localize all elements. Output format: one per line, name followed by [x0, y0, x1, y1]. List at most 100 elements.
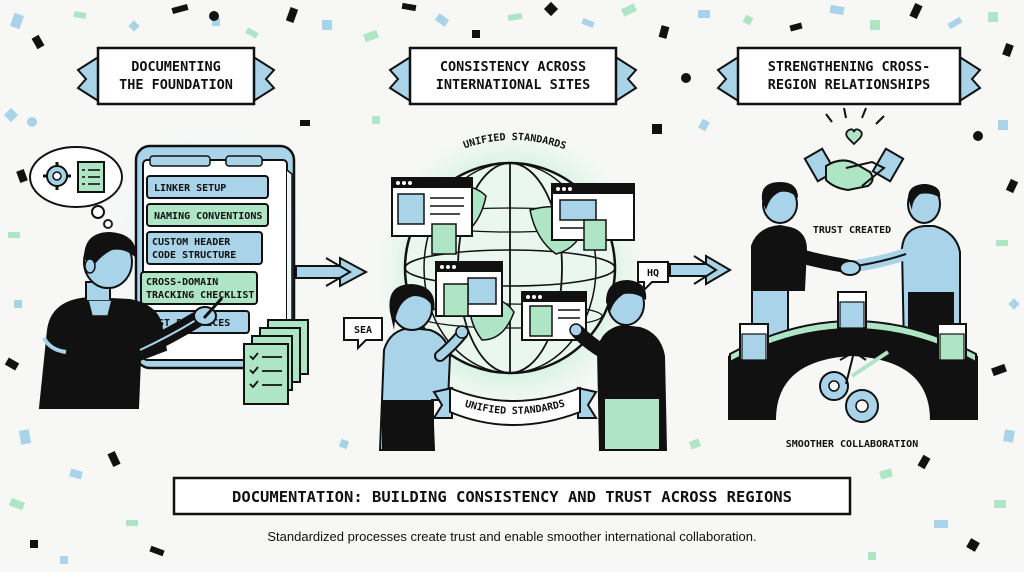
confetti-piece	[1003, 429, 1015, 443]
panel-1-illustration: LINKER SETUP NAMING CONVENTIONS CUSTOM H…	[29, 120, 369, 409]
confetti-piece	[507, 12, 523, 22]
confetti-piece	[1005, 178, 1019, 194]
speech-bubble-sea: SEA	[343, 317, 383, 351]
footer-subtitle: Standardized processes create trust and …	[267, 529, 756, 544]
confetti-piece	[998, 120, 1008, 130]
checklist-item-label: LINKER SETUP	[154, 183, 226, 194]
checklist-item-label: NAMING CONVENTIONS	[154, 211, 262, 222]
confetti-piece	[107, 450, 121, 468]
checklist-item-cross-domain: CROSS-DOMAIN TRACKING CHECKLIST	[140, 271, 258, 305]
confetti-piece	[879, 468, 893, 480]
confetti-piece	[789, 22, 803, 32]
checklist-item-naming-conventions: NAMING CONVENTIONS	[146, 203, 269, 227]
confetti-piece	[909, 2, 923, 20]
footer-title: DOCUMENTATION: BUILDING CONSISTENCY AND …	[232, 488, 792, 506]
confetti-piece	[688, 438, 702, 450]
panel-3-title-line-1: STRENGTHENING CROSS-	[768, 59, 931, 75]
confetti-piece	[1002, 42, 1014, 58]
checked-documents-stack	[243, 319, 309, 405]
confetti-piece	[73, 11, 87, 19]
confetti-piece	[434, 13, 450, 27]
confetti-piece	[69, 468, 83, 480]
panel-2-title-line-2: INTERNATIONAL SITES	[436, 77, 590, 93]
confetti-piece	[947, 16, 963, 30]
confetti-dot	[27, 117, 37, 127]
confetti-piece	[14, 300, 22, 308]
confetti-piece	[363, 29, 379, 43]
confetti-piece	[300, 120, 310, 126]
confetti-piece	[9, 497, 25, 511]
confetti-piece	[1008, 298, 1020, 310]
confetti-piece	[322, 20, 332, 30]
confetti-dot	[681, 73, 691, 83]
confetti-piece	[991, 363, 1007, 377]
checklist-item-label-line-2: CODE STRUCTURE	[152, 250, 236, 261]
checklist-item-label-line-1: CROSS-DOMAIN	[146, 277, 218, 288]
panel-2-banner: CONSISTENCY ACROSS INTERNATIONAL SITES	[388, 46, 638, 106]
person-man	[569, 280, 668, 451]
confetti-piece	[658, 25, 670, 39]
confetti-piece	[620, 3, 638, 17]
collaboration-label: SMOOTHER COLLABORATION	[786, 439, 918, 450]
browser-window-center	[435, 261, 503, 317]
browser-window-top-left	[391, 177, 473, 255]
confetti-piece	[994, 500, 1006, 508]
panel-1-banner: DOCUMENTING THE FOUNDATION	[76, 46, 276, 106]
confetti-piece	[996, 240, 1008, 246]
confetti-dot	[209, 11, 219, 21]
bubble-hq-label: HQ	[647, 268, 659, 279]
gear-icon	[43, 162, 71, 190]
confetti-piece	[581, 18, 595, 28]
confetti-piece	[401, 2, 417, 12]
confetti-piece	[966, 538, 980, 552]
confetti-piece	[60, 556, 68, 564]
confetti-piece	[652, 124, 662, 134]
confetti-piece	[171, 4, 189, 14]
confetti-piece	[372, 116, 380, 124]
flow-arrow-2	[669, 254, 732, 286]
confetti-piece	[698, 10, 710, 18]
confetti-piece	[917, 454, 931, 470]
browser-window-bottom-right	[521, 291, 587, 341]
confetti-dot	[973, 131, 983, 141]
person-writing	[38, 232, 224, 409]
flow-arrow-1	[295, 256, 369, 288]
bubble-sea-label: SEA	[354, 325, 372, 336]
speech-bubble-hq: HQ	[637, 261, 669, 293]
gears-icon	[819, 349, 890, 423]
confetti-piece	[16, 168, 28, 184]
checklist-icon	[77, 161, 105, 193]
confetti-piece	[338, 438, 350, 450]
confetti-piece	[8, 232, 20, 238]
panel-1-title-line-2: THE FOUNDATION	[119, 77, 233, 93]
confetti-piece	[4, 357, 20, 371]
confetti-piece	[285, 7, 299, 23]
unified-standards-ribbon: UNIFIED STANDARDS	[432, 386, 598, 426]
checklist-item-label-line-2: TRACKING CHECKLIST	[146, 290, 254, 301]
checklist-item-linker-setup: LINKER SETUP	[146, 175, 269, 199]
confetti-piece	[868, 552, 876, 560]
confetti-piece	[31, 34, 45, 50]
trust-created-label: TRUST CREATED	[813, 225, 891, 236]
confetti-piece	[9, 12, 25, 30]
checklist-item-custom-header: CUSTOM HEADER CODE STRUCTURE	[146, 231, 263, 265]
confetti-piece	[934, 520, 948, 528]
confetti-piece	[30, 540, 38, 548]
panel-3-banner: STRENGTHENING CROSS- REGION RELATIONSHIP…	[716, 46, 982, 106]
panel-3-illustration: TRUST CREATED SMOOTHER COLLABORATION	[728, 107, 978, 450]
panel-1-title-line-1: DOCUMENTING	[131, 59, 220, 75]
confetti-piece	[18, 429, 32, 445]
confetti-piece	[212, 18, 220, 26]
confetti-piece	[149, 545, 165, 557]
panel-2-title-line-1: CONSISTENCY ACROSS	[440, 59, 586, 75]
confetti-piece	[742, 14, 754, 26]
confetti-piece	[245, 27, 259, 39]
checklist-item-label-line-1: CUSTOM HEADER	[152, 237, 231, 248]
bridge	[728, 291, 978, 420]
browser-window-top-right	[551, 183, 635, 251]
confetti-piece	[543, 1, 559, 17]
person-woman	[378, 284, 469, 451]
confetti-piece	[829, 4, 845, 16]
